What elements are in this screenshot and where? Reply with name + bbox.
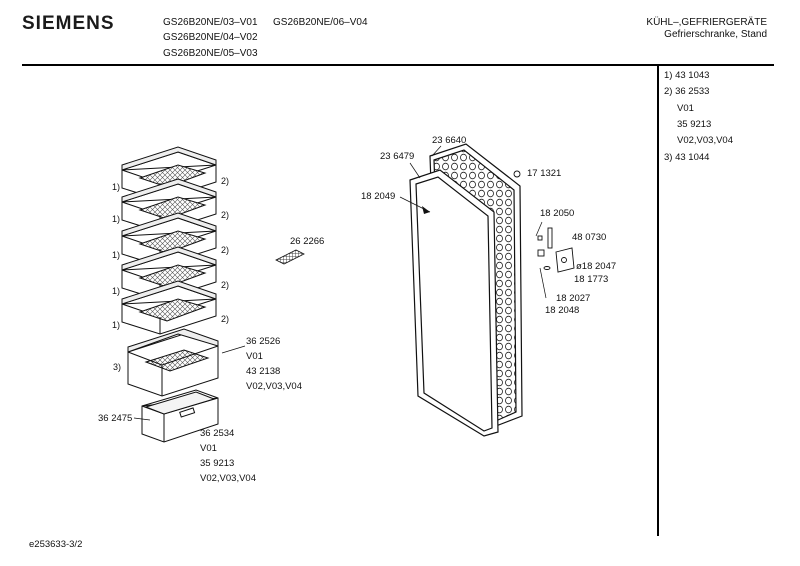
part-number: 43 2138 <box>246 366 281 377</box>
model-number: GS26B20NE/03–V01 <box>163 17 258 28</box>
part-number: 23 6640 <box>432 135 467 146</box>
part-number: 26 2266 <box>290 236 325 247</box>
callout-label: 1) <box>112 182 121 192</box>
part-variant: V02,V03,V04 <box>246 381 302 392</box>
sidebar-rule <box>657 64 659 536</box>
callout-label: 1) <box>112 214 121 224</box>
model-number: GS26B20NE/06–V04 <box>273 17 368 28</box>
category-title: KÜHL–,GEFRIERGERÄTE <box>646 17 767 28</box>
parts-list-item: 1) 43 1043 <box>664 70 710 81</box>
category-subtitle: Gefrierschranke, Stand <box>664 29 767 40</box>
part-variant: V01 <box>246 351 263 362</box>
door-hinge-parts <box>513 170 575 273</box>
shelf-clip-part <box>275 249 305 265</box>
parts-list-item: V01 <box>677 103 694 114</box>
part-number: 18 1773 <box>574 274 609 285</box>
document-code: e253633-3/2 <box>29 539 83 550</box>
part-number: 48 0730 <box>572 232 607 243</box>
part-number: 18 2050 <box>540 208 575 219</box>
bottom-drawer <box>141 389 219 443</box>
part-number: 36 2534 <box>200 428 235 439</box>
large-freezer-drawer <box>127 328 219 397</box>
brand-logo: SIEMENS <box>22 13 115 34</box>
door-gasket <box>409 169 499 437</box>
parts-list-item: 2) 36 2533 <box>664 86 710 97</box>
callout-label: 2) <box>221 314 230 324</box>
part-number: 18 2049 <box>361 191 396 202</box>
callout-label: 2) <box>221 280 230 290</box>
model-number: GS26B20NE/05–V03 <box>163 48 258 59</box>
callout-label: 2) <box>221 245 230 255</box>
part-number: 17 1321 <box>527 168 562 179</box>
callout-label: 1) <box>112 320 121 330</box>
part-variant: V02,V03,V04 <box>200 473 256 484</box>
callout-label: 1) <box>112 286 121 296</box>
callout-label: 2) <box>221 176 230 186</box>
parts-list-item: 3) 43 1044 <box>664 152 710 163</box>
part-number: 18 2027 <box>556 293 591 304</box>
header-rule <box>22 64 774 66</box>
parts-list-item: 35 9213 <box>677 119 712 130</box>
part-number: ø18 2047 <box>576 261 617 272</box>
callout-label: 3) <box>113 362 122 372</box>
part-number: 36 2475 <box>98 413 133 424</box>
model-number: GS26B20NE/04–V02 <box>163 32 258 43</box>
callout-label: 2) <box>221 210 230 220</box>
callout-label: 1) <box>112 250 121 260</box>
part-number: 36 2526 <box>246 336 281 347</box>
part-number: 18 2048 <box>545 305 580 316</box>
part-number: 35 9213 <box>200 458 235 469</box>
part-number: 23 6479 <box>380 151 415 162</box>
parts-list-item: V02,V03,V04 <box>677 135 733 146</box>
part-variant: V01 <box>200 443 217 454</box>
